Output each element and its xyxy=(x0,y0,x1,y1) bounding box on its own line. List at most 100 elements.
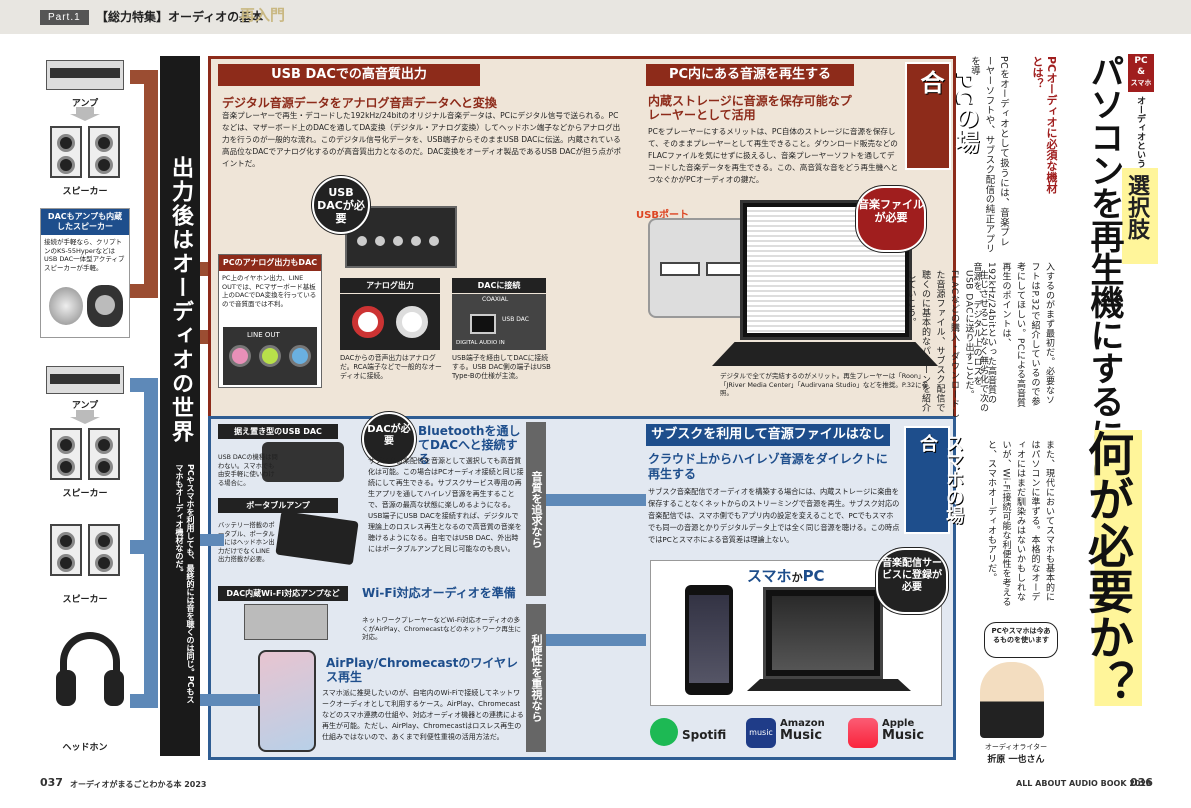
laptop-sub-base xyxy=(747,679,911,691)
center-sub-text: PCやスマホを利用しても、最終的には音を聴くのは同じ。PCもスマホもオーディオ機… xyxy=(175,464,195,704)
usb-port-label: USBポート xyxy=(636,210,689,221)
dac-box-title: DACもアンプも内蔵したスピーカー xyxy=(41,209,129,235)
author-photo xyxy=(980,662,1044,738)
smapc-title: スマホかPC xyxy=(747,567,825,585)
coaxial-label: COAXIAL xyxy=(482,296,509,303)
title-prefix: オーディオという xyxy=(1135,96,1145,168)
author-name: 折原 一也さん xyxy=(987,755,1045,765)
speaker-left-2 xyxy=(50,428,82,480)
digital-audio-in-label: DIGITAL AUDIO IN xyxy=(456,340,505,346)
speaker-label-1: スピーカー xyxy=(62,187,108,197)
part-label: Part.1 xyxy=(40,10,89,25)
headline-1: パソコンを再生機にするには xyxy=(1084,54,1124,483)
wifi-heading: Wi-Fi対応オーディオを準備 xyxy=(362,586,516,600)
airplay-heading: AirPlay/Chromecastのワイヤレス再生 xyxy=(326,656,519,684)
body-col-4: また、現代においてスマホも基本的にはパソコンに準ずる。本格的なオーディオにはまだ… xyxy=(986,440,1054,607)
body-col-3: 生じさせることなく無劣化で次のUSB DACに送り出すことだ。FLACなどの購入… xyxy=(905,270,989,419)
pipe-left-brown xyxy=(144,70,158,292)
usb-dac-badge: USB DACが必要 xyxy=(312,176,370,234)
amp-device-1 xyxy=(40,56,130,100)
laptop-sub-photo xyxy=(763,587,883,679)
portable-amp-tag: ポータブルアンプ xyxy=(218,498,338,513)
speaker-label-3: スピーカー xyxy=(62,595,108,605)
usb-dac-body: 音楽プレーヤーで再生・デコードした192kHz/24bitのオリジナル音楽データ… xyxy=(222,111,622,168)
quality-bar: 音質を追求なら xyxy=(526,422,546,596)
spotify-label: Spotifi xyxy=(682,728,727,742)
body-col-1: PCをオーディオとして扱うには、音楽プレーヤーソフトや、サブスク配信の純正アプリ… xyxy=(969,56,1009,254)
analog-box-text: PC上のイヤホン出力、LINE OUTでは、PCマザーボード基板上のDACでDA… xyxy=(222,274,317,308)
pipe-hp-link xyxy=(200,694,260,706)
page-header: Part.1 【総力特集】オーディオの基本 再入門 xyxy=(0,0,1191,34)
amp-label-1: アンプ xyxy=(71,99,99,109)
portable-dac-text: USB DACの機種は問わない。スマホでも由安手軽に使いわける場合に。 xyxy=(218,454,278,487)
active-speaker-left xyxy=(49,287,83,325)
rca-photo xyxy=(340,294,440,350)
line-out-label: LINE OUT xyxy=(247,331,280,339)
smapc-box: スマホかPC xyxy=(650,560,942,706)
pc-heading: 内蔵ストレージに音源を保存可能なプレーヤーとして活用 xyxy=(648,94,852,122)
portable-dac-tag: 据え置き型のUSB DAC xyxy=(218,424,338,439)
dac-speaker-box: DACもアンプも内蔵したスピーカー 接続が手軽なら、クリプトンのKS-55Hyp… xyxy=(40,208,130,338)
speaker-right-2 xyxy=(88,428,120,480)
portable-dac-photo xyxy=(262,442,344,482)
apple-music-icon xyxy=(848,718,878,748)
pipe-spk-brown xyxy=(130,284,158,298)
dac-connect-tag: DACに接続 xyxy=(452,278,546,293)
convenience-bar: 利便性を重視なら xyxy=(526,604,546,752)
author-role: オーディオライター xyxy=(984,743,1048,751)
left-page-number: 037 xyxy=(40,776,63,789)
pipe-quality xyxy=(546,494,646,506)
right-page-number: 036 xyxy=(1130,776,1153,789)
bt-heading: Bluetoothを通してDACへと接続する xyxy=(418,424,521,466)
usb-dac-heading: デジタル音源データをアナログ音声データへと変換 xyxy=(222,96,497,110)
line-out-photo: LINE OUT xyxy=(223,327,317,385)
subscription-body: サブスク音楽配信でオーディオを構築する場合には、内蔵ストレージに楽曲を保存するこ… xyxy=(648,487,900,544)
usb-b-photo: COAXIAL USB DAC DIGITAL AUDIO IN xyxy=(452,294,546,350)
pc-sma-tag: PC&スマホ xyxy=(1128,54,1154,92)
amazon-music-icon: music xyxy=(746,718,776,748)
portable-amp-text: バッテリー搭載のポータブル、ポータル用にはヘッドホン出力だけでなくLINE出力搭… xyxy=(218,522,275,563)
dac-box-text: 接続が手軽なら、クリプトンのKS-55Hyperなどは USB DAC一体型アク… xyxy=(44,238,125,272)
service-badge: 音楽配信サービスに登録が必要 xyxy=(876,548,948,614)
right-footer-text: ALL ABOUT AUDIO BOOK 2023 xyxy=(1016,779,1152,788)
feature-subtitle: 再入門 xyxy=(240,6,286,24)
music-file-badge: 音楽ファイルが必要 xyxy=(856,186,926,252)
arrow-down-icon xyxy=(70,107,100,121)
analog-caption: DACからの音声出力はアナログだ。RCA端子などで一般的なオーディオに接続。 xyxy=(340,354,442,380)
bt-body: サブスク音楽配信を音源として選択しても高音質化は可能。この場合はPCオーディオ接… xyxy=(368,457,524,553)
body-col-2: 入するのがまず最初だ。必要なソフトはP.32で紹介しているので参考にしてほしい。… xyxy=(971,262,1055,408)
pc-bar: PC内にある音源を再生する xyxy=(646,64,854,86)
active-speaker-right xyxy=(87,285,123,327)
laptop-base xyxy=(712,342,938,366)
subscription-heading: クラウド上からハイレゾ音源をダイレクトに再生する xyxy=(648,452,888,481)
subscription-bar: サブスクを利用して音源ファイルはなし xyxy=(646,424,890,446)
spotify-icon xyxy=(650,718,678,746)
analog-out-tag: アナログ出力 xyxy=(340,278,440,293)
wifi-amp-photo xyxy=(244,604,328,640)
speaker-left-3 xyxy=(50,524,82,576)
left-footer-text: オーディオがまるごとわかる本 2023 xyxy=(70,780,207,789)
pipe-convenience xyxy=(546,634,646,646)
speaker-right-3 xyxy=(88,524,120,576)
phone-control-center-photo xyxy=(258,650,316,752)
headphone-label: ヘッドホン xyxy=(62,743,108,753)
sma-case-badge: スマホの場合 xyxy=(904,426,964,534)
pipe-spk-link xyxy=(200,534,224,546)
usb-dac-bar: USB DACでの高音質出力 xyxy=(218,64,480,86)
usb-dac-device xyxy=(345,188,457,268)
headline-2: 何が必要か？ xyxy=(1074,430,1142,706)
usb-dac-port-label: USB DAC xyxy=(502,316,529,323)
airplay-body: スマホ派に推奨したいのが、自宅内のWi-Fiで接続してネットワークオーディオとし… xyxy=(322,689,524,741)
center-main-title: 出力後はオーディオの世界 xyxy=(168,156,193,444)
pipe-spk-blue xyxy=(130,540,158,554)
pipe-hp-blue xyxy=(130,694,158,708)
analog-out-box: PCのアナログ出力もDAC PC上のイヤホン出力、LINE OUTでは、PCマザ… xyxy=(218,254,322,388)
pc-caption: デジタルで全てが完結するのがメリット。再生プレーヤーは「Roon」「JRiver… xyxy=(720,372,929,397)
feature-title: 【総力特集】オーディオの基本 xyxy=(96,10,264,24)
dac-badge: DACが必要 xyxy=(362,412,416,466)
pc-case-badge: PCの場合 xyxy=(905,62,979,170)
wifi-body: ネットワークプレーヤーなどWi-Fi対応オーディオの多くがAirPlay、Chr… xyxy=(362,616,521,641)
arrow-down-icon xyxy=(70,410,100,424)
